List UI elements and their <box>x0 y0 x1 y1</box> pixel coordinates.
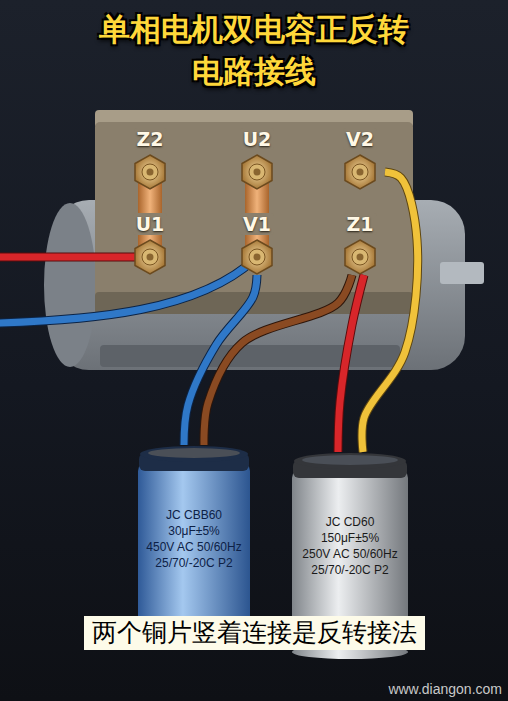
label-patch: V1 <box>240 213 274 235</box>
drawing-part <box>147 254 154 261</box>
terminal-post: V1 <box>232 213 282 275</box>
wire-group <box>257 190 258 213</box>
drawing-part <box>302 455 398 465</box>
caption-block: 两个铜片竖着连接是反转接法 <box>0 616 508 650</box>
drawing-part <box>254 254 261 261</box>
copper-link <box>246 190 268 213</box>
terminal-nut <box>342 154 378 190</box>
label-patch: V2 <box>343 128 377 150</box>
rating-text: 25/70/-20C P2 <box>138 555 250 571</box>
drawing-part <box>242 155 272 189</box>
drawing-part <box>357 254 364 261</box>
wire-outline <box>184 275 257 445</box>
drawing-part <box>140 446 248 462</box>
terminal-label: Z1 <box>335 213 385 235</box>
terminal-nut <box>132 154 168 190</box>
terminal-label: Z2 <box>125 128 175 150</box>
terminal-nut <box>239 154 275 190</box>
motor-base <box>100 345 400 367</box>
drawing-part <box>142 164 158 180</box>
terminal-label: V1 <box>232 213 282 235</box>
terminal-nut <box>342 239 378 275</box>
supply-wire-outline <box>0 253 150 262</box>
terminal-post: U2 <box>232 128 282 190</box>
terminal-nut <box>132 239 168 275</box>
terminal-post: U1 <box>125 213 175 275</box>
drawing-part <box>249 249 265 265</box>
label-patch: U2 <box>240 128 275 150</box>
terminal-post: V2 <box>335 128 385 190</box>
rating-text: 450V AC 50/60Hz <box>138 539 250 555</box>
drawing-part <box>135 240 165 274</box>
rating-text: 250V AC 50/60Hz <box>292 546 408 562</box>
label-patch: Z2 <box>134 128 167 150</box>
rating-text: 30μF±5% <box>138 523 250 539</box>
caption-text: 两个铜片竖着连接是反转接法 <box>84 616 425 650</box>
brown-wire <box>204 275 352 445</box>
label-block: www.diangon.com <box>388 681 502 697</box>
drawing-part <box>345 240 375 274</box>
drawing-part <box>357 169 364 176</box>
capacitor-rating: JC CD60150μF±5%250V AC 50/60Hz25/70/-20C… <box>292 514 408 578</box>
copper-link <box>139 190 161 213</box>
supply-wire-outline <box>0 257 257 323</box>
rating-text: 25/70/-20C P2 <box>292 562 408 578</box>
wire-group <box>204 275 352 445</box>
rating-text: JC CBB60 <box>138 507 250 523</box>
motor-shaft <box>440 262 484 284</box>
blue-wire <box>184 275 257 445</box>
terminal-nut <box>239 239 275 275</box>
drawing-part <box>352 164 368 180</box>
blue-supply-wire <box>0 257 257 323</box>
watermark: www.diangon.com <box>388 681 502 697</box>
end-bell <box>44 203 96 367</box>
terminal-label: U2 <box>232 128 282 150</box>
label-patch: Z1 <box>344 213 377 235</box>
rating-text: 150μF±5% <box>292 530 408 546</box>
drawing-part <box>147 169 154 176</box>
wire-outline <box>204 275 352 445</box>
drawing-part <box>142 249 158 265</box>
drawing-part <box>352 249 368 265</box>
terminal-label: U1 <box>125 213 175 235</box>
drawing-part <box>135 155 165 189</box>
wire-group <box>150 190 151 213</box>
rating-text: JC CD60 <box>292 514 408 530</box>
label-patch: U1 <box>133 213 168 235</box>
drawing-part <box>242 240 272 274</box>
title-block: 单相电机双电容正反转 电路接线 <box>0 8 508 92</box>
drawing-part <box>294 453 406 469</box>
drawing-part <box>148 448 240 458</box>
drawing-part <box>345 155 375 189</box>
terminal-post: Z1 <box>335 213 385 275</box>
wire-group <box>184 275 257 445</box>
red-supply-wire <box>0 254 150 261</box>
drawing-part <box>254 169 261 176</box>
terminal-post: Z2 <box>125 128 175 190</box>
drawing-part <box>249 164 265 180</box>
title-text: 单相电机双电容正反转 电路接线 <box>89 8 419 92</box>
capacitor-rating: JC CBB6030μF±5%450V AC 50/60Hz25/70/-20C… <box>138 507 250 571</box>
terminal-label: V2 <box>335 128 385 150</box>
